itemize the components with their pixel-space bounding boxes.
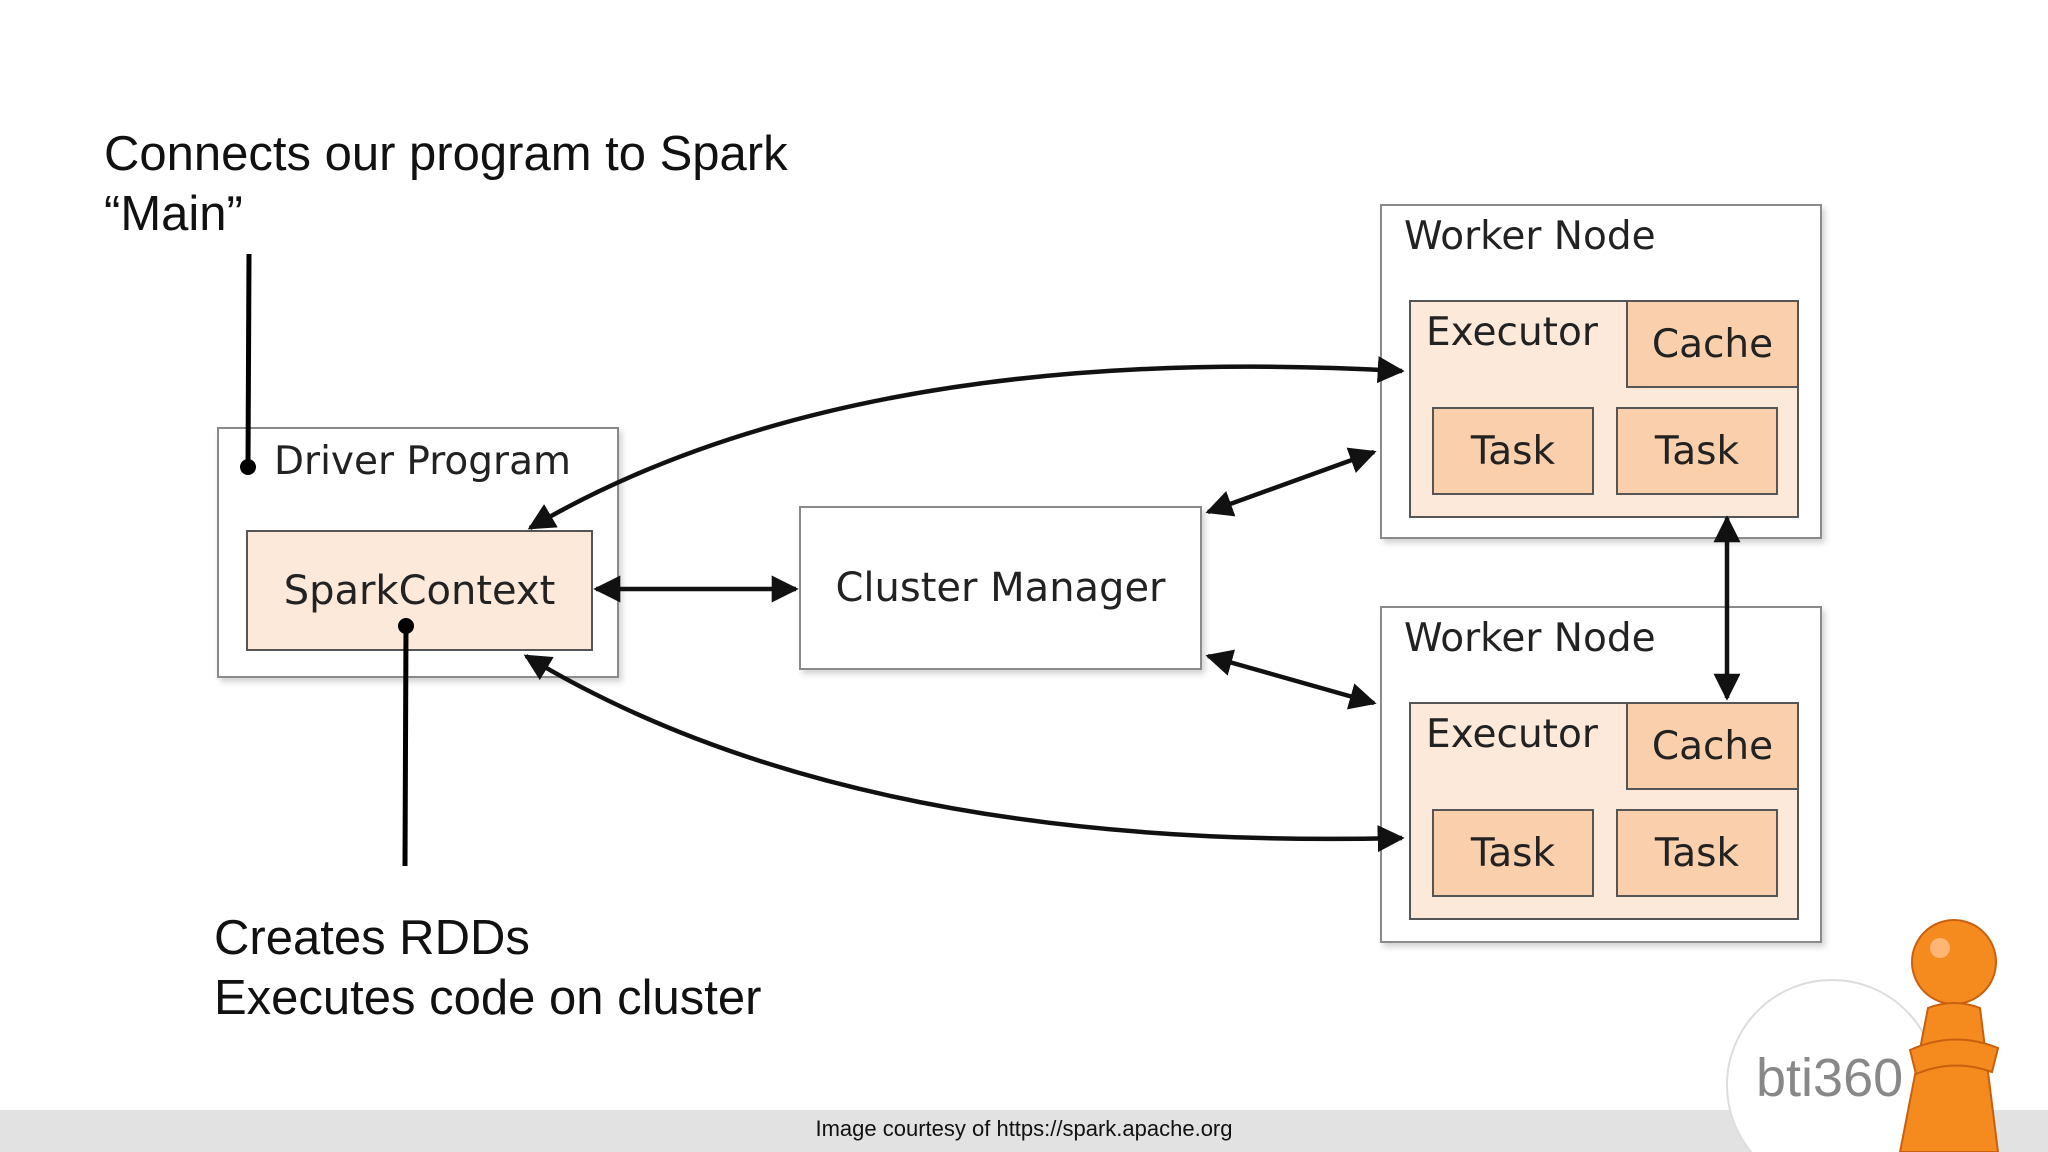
logo-text: bti360 [1756,1048,1903,1108]
driver-worker1-arrow [527,356,1405,530]
driver-program-box: Driver Program SparkContext [217,427,619,678]
worker-node-box: Worker Node Executor Cache Task Task [1380,606,1822,943]
cluster-worker2-arrow [1205,649,1377,710]
executor-label: Executor [1426,310,1598,355]
driver-program-title: Driver Program [274,439,571,484]
driver-worker2-arrow [523,654,1405,853]
context-annotation: Creates RDDs Executes code on cluster [214,908,761,1028]
driver-annotation-line2: “Main” [104,187,243,241]
task-label: Task [1654,830,1740,876]
task-box: Task [1616,407,1778,495]
image-credit: Image courtesy of https://spark.apache.o… [815,1116,1233,1141]
cache-box: Cache [1626,702,1799,790]
worker-node-title: Worker Node [1404,214,1656,259]
driver-pointer-dot [240,459,256,475]
worker-node-box: Worker Node Executor Cache Task Task [1380,204,1822,539]
cache-box: Cache [1626,300,1799,388]
task-box: Task [1432,407,1594,495]
footer-bar [0,1110,2048,1152]
cache-label: Cache [1651,723,1774,769]
context-pointer-line [402,625,409,867]
driver-annotation: Connects our program to Spark “Main” [104,124,788,244]
task-box: Task [1432,809,1594,897]
cluster-manager-label: Cluster Manager [835,565,1166,611]
cache-label: Cache [1651,321,1774,367]
task-label: Task [1470,830,1556,876]
task-label: Task [1654,428,1740,474]
executor-label: Executor [1426,712,1598,757]
executor-box: Executor Cache Task Task [1409,300,1799,518]
driver-pointer-line [245,253,252,468]
context-pointer-dot [398,618,414,634]
mascot-icon [1898,919,2000,1152]
sparkcontext-box: SparkContext [246,530,593,651]
task-box: Task [1616,809,1778,897]
executor-box: Executor Cache Task Task [1409,702,1799,920]
context-annotation-line1: Creates RDDs [214,911,530,965]
cluster-worker1-arrow [1205,447,1377,517]
sparkcontext-label: SparkContext [283,567,556,614]
context-annotation-line2: Executes code on cluster [214,971,762,1025]
bti360-logo: bti360 [1726,979,1938,1152]
task-label: Task [1470,428,1556,474]
worker-node-title: Worker Node [1404,616,1656,661]
driver-annotation-line1: Connects our program to Spark [104,127,788,181]
